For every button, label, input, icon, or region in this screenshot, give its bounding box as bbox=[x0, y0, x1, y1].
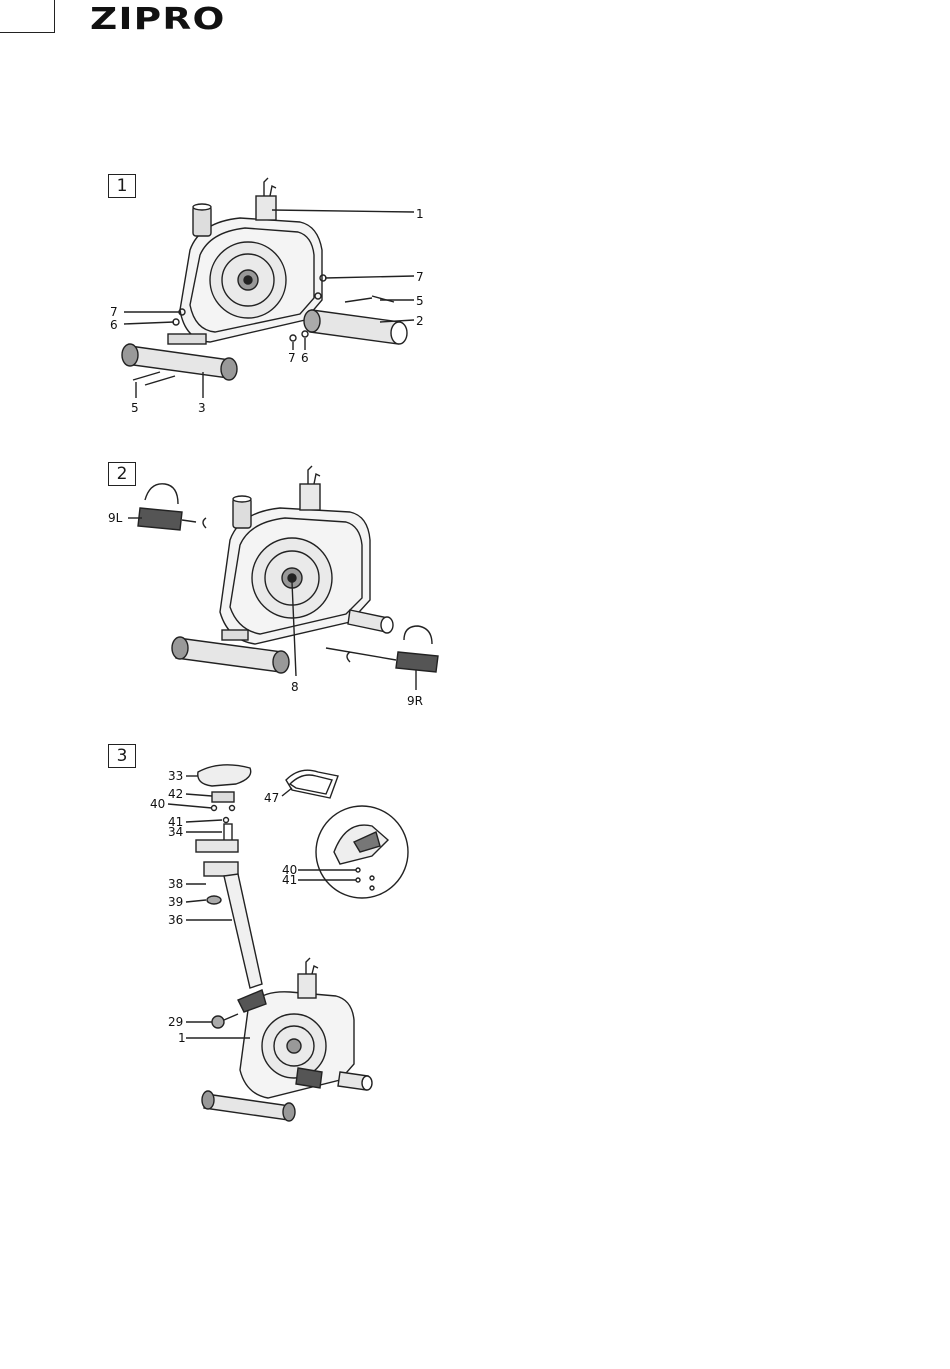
label-42: 42 bbox=[168, 787, 183, 801]
label-34: 34 bbox=[168, 825, 183, 839]
label-9l: 9L bbox=[108, 511, 123, 525]
label-33: 33 bbox=[168, 769, 183, 783]
label-38: 38 bbox=[168, 877, 183, 891]
label-7-bottom: 7 bbox=[288, 351, 296, 365]
label-1: 1 bbox=[416, 207, 424, 221]
label-6-left: 6 bbox=[110, 318, 118, 332]
label-3: 3 bbox=[198, 401, 206, 415]
label-41-detail: 41 bbox=[282, 873, 297, 887]
label-8: 8 bbox=[291, 680, 299, 694]
step-1-illustration bbox=[122, 178, 414, 398]
label-5-bottom: 5 bbox=[131, 401, 139, 415]
label-7-left: 7 bbox=[110, 305, 118, 319]
label-47: 47 bbox=[264, 791, 279, 805]
step-2-illustration bbox=[128, 466, 438, 690]
label-40: 40 bbox=[150, 797, 165, 811]
label-29: 29 bbox=[168, 1015, 183, 1029]
step-3-illustration bbox=[168, 765, 408, 1121]
label-5: 5 bbox=[416, 294, 424, 308]
label-2: 2 bbox=[416, 314, 424, 328]
label-36: 36 bbox=[168, 913, 183, 927]
label-9r: 9R bbox=[407, 694, 423, 708]
label-39: 39 bbox=[168, 895, 183, 909]
label-1-step3: 1 bbox=[178, 1031, 186, 1045]
label-6-bottom: 6 bbox=[301, 351, 309, 365]
label-7: 7 bbox=[416, 270, 424, 284]
